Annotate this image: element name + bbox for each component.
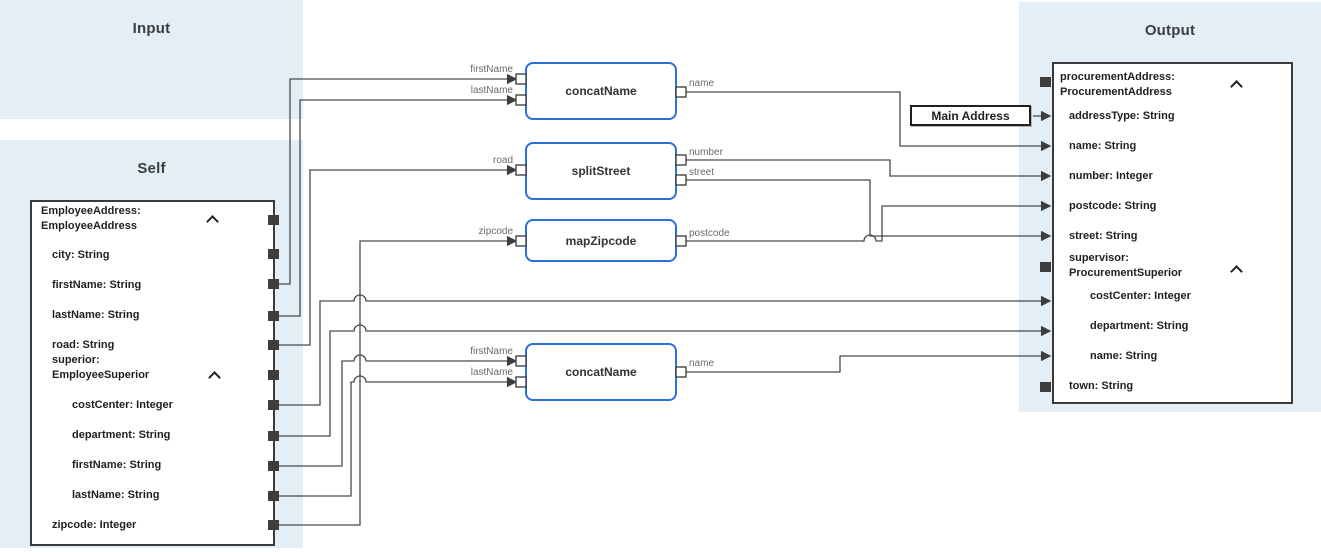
port-label-firstname: firstName <box>470 64 513 75</box>
connection-lastname-to-concat1[interactable] <box>279 94 518 317</box>
connection-firstname-to-concat1[interactable] <box>279 73 518 285</box>
source-field-zipcode[interactable]: zipcode: Integer <box>52 519 137 531</box>
source-field-superior-firstname[interactable]: firstName: String <box>72 459 162 471</box>
source-field-firstname[interactable]: firstName: String <box>52 279 142 291</box>
source-field-road[interactable]: road: String <box>52 339 115 351</box>
target-field-addresstype[interactable]: addressType: String <box>1069 110 1175 122</box>
target-field-supervisor-name[interactable]: name: String <box>1090 350 1158 362</box>
mapping-main-address[interactable]: Main Address <box>910 105 1031 126</box>
input-panel-title: Input <box>132 20 171 37</box>
connection-postcode-to-target[interactable] <box>686 200 1052 242</box>
collapse-chevron-icon[interactable] <box>1230 80 1243 93</box>
target-field-costcenter[interactable]: costCenter: Integer <box>1090 290 1191 302</box>
port-label-lastname2: lastName <box>471 367 514 378</box>
target-field-number[interactable]: number: Integer <box>1069 170 1153 182</box>
source-field-city[interactable]: city: String <box>52 249 110 261</box>
source-field-superior-lastname[interactable]: lastName: String <box>72 489 160 501</box>
port-label-number: number <box>689 147 724 158</box>
port-label-lastname: lastName <box>471 85 514 96</box>
transform-label: concatName <box>565 365 637 379</box>
transform-label: splitStreet <box>571 164 631 178</box>
target-field-department[interactable]: department: String <box>1090 320 1189 332</box>
input-panel: Input <box>0 0 303 119</box>
output-panel-title: Output <box>1144 22 1196 39</box>
target-tree-box: procurementAddress: ProcurementAddress a… <box>1052 62 1293 404</box>
port-label-name: name <box>689 78 714 89</box>
collapse-chevron-icon[interactable] <box>208 371 221 384</box>
collapse-chevron-icon[interactable] <box>206 215 219 228</box>
connection-firstname2-to-concat2[interactable] <box>279 354 518 467</box>
transform-concatname-1[interactable]: concatName <box>525 62 677 120</box>
port-label-road: road <box>493 155 513 166</box>
connection-street-to-target[interactable] <box>686 179 1052 242</box>
target-tree-header[interactable]: procurementAddress: ProcurementAddress <box>1060 71 1175 98</box>
port-concat2-name-out[interactable] <box>675 366 687 378</box>
target-group-supervisor[interactable]: supervisor: ProcurementSuperior <box>1069 252 1183 279</box>
port-label-zipcode: zipcode <box>479 226 514 237</box>
transform-label: concatName <box>565 84 637 98</box>
self-panel-title: Self <box>137 160 166 177</box>
transform-label: mapZipcode <box>565 233 637 248</box>
connection-concat2-name-to-target[interactable] <box>686 350 1052 373</box>
port-splitstreet-number-out[interactable] <box>675 154 687 166</box>
port-mapzipcode-postcode-out[interactable] <box>675 235 687 247</box>
target-field-town[interactable]: town: String <box>1069 380 1134 392</box>
collapse-chevron-icon[interactable] <box>1230 265 1243 278</box>
connection-road-to-splitstreet[interactable] <box>279 164 518 346</box>
mapping-label: Main Address <box>931 108 1010 123</box>
port-label-postcode: postcode <box>689 228 730 239</box>
connection-zipcode-to-mapzipcode[interactable] <box>279 235 518 526</box>
source-field-costcenter[interactable]: costCenter: Integer <box>72 399 173 411</box>
connection-lastname2-to-concat2[interactable] <box>279 375 518 497</box>
transform-mapzipcode[interactable]: mapZipcode <box>525 219 677 262</box>
port-label-street: street <box>689 167 714 178</box>
port-label-firstname2: firstName <box>470 346 513 357</box>
source-field-lastname[interactable]: lastName: String <box>52 309 140 321</box>
connection-number-to-target[interactable] <box>686 159 1052 182</box>
target-field-name[interactable]: name: String <box>1069 140 1137 152</box>
source-group-superior[interactable]: superior: EmployeeSuperior <box>52 354 150 381</box>
port-splitstreet-street-out[interactable] <box>675 174 687 186</box>
source-tree-header[interactable]: EmployeeAddress: EmployeeAddress <box>41 205 141 232</box>
target-field-street[interactable]: street: String <box>1069 230 1138 242</box>
port-label-name2: name <box>689 358 714 369</box>
target-field-postcode[interactable]: postcode: String <box>1069 200 1157 212</box>
source-tree-box: EmployeeAddress: EmployeeAddress city: S… <box>30 200 275 546</box>
transform-concatname-2[interactable]: concatName <box>525 343 677 401</box>
transform-splitstreet[interactable]: splitStreet <box>525 142 677 200</box>
port-concat1-name-out[interactable] <box>675 86 687 98</box>
source-field-department[interactable]: department: String <box>72 429 171 441</box>
